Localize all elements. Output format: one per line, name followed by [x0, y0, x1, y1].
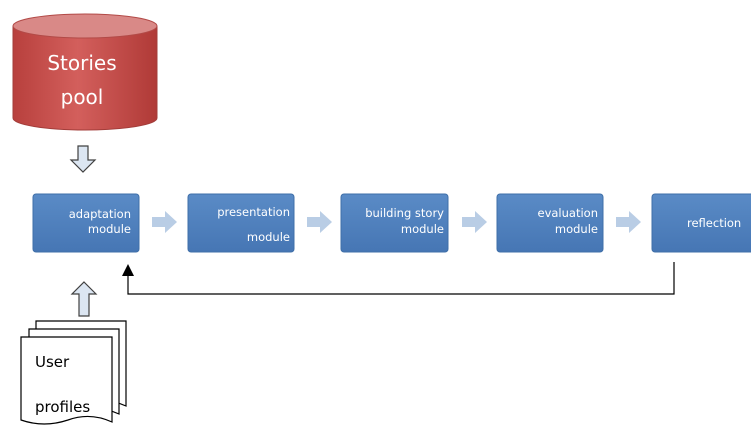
- up-arrow-icon: [70, 281, 98, 317]
- stories-pool-label-line2: pool: [61, 85, 104, 109]
- stories-pool-label-line1: Stories: [47, 51, 116, 75]
- module-reflection-line1: reflection: [687, 216, 741, 230]
- module-evaluation-line1: evaluation: [538, 206, 599, 220]
- module-building-story-line2: module: [401, 222, 444, 236]
- flow-arrow-icon: [307, 211, 332, 233]
- module-adaptation-line2: module: [88, 222, 131, 236]
- module-presentation: presentation module: [187, 193, 295, 253]
- flow-arrow-icon: [152, 211, 177, 233]
- module-building-story: building story module: [340, 193, 449, 253]
- module-presentation-line2: module: [247, 230, 290, 244]
- user-profiles-label-line2: profiles: [35, 398, 90, 416]
- module-adaptation: adaptation module: [32, 193, 140, 253]
- module-adaptation-line1: adaptation: [69, 207, 131, 221]
- flow-arrow-icon: [616, 211, 641, 233]
- module-evaluation: evaluation module: [496, 193, 604, 253]
- down-arrow-icon: [69, 145, 97, 173]
- module-presentation-line1: presentation: [217, 205, 290, 219]
- feedback-loop-line: [122, 262, 675, 295]
- user-profiles-label-line1: User: [35, 353, 70, 371]
- flow-arrow-icon: [462, 211, 487, 233]
- stories-pool-cylinder: Stories pool: [12, 13, 158, 131]
- module-building-story-line1: building story: [365, 206, 444, 220]
- module-reflection: reflection: [651, 193, 751, 253]
- user-profiles-documents: User profiles: [20, 320, 127, 425]
- module-evaluation-line2: module: [555, 222, 598, 236]
